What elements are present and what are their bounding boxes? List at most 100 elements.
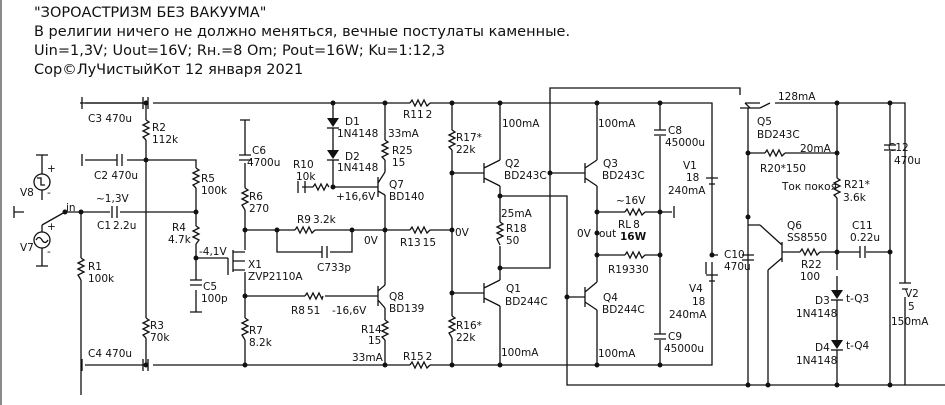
capacitor-c8-symbol <box>654 129 666 136</box>
voltage-q7: +16,6V <box>336 191 376 203</box>
current-q1: 100mA <box>501 347 539 359</box>
label-v7: V7 <box>20 242 34 254</box>
transistor-q7-symbol <box>377 171 386 197</box>
current-q2: 100mA <box>502 118 540 130</box>
transistor-q4-symbol <box>584 281 598 311</box>
label-q8: Q8 <box>389 291 404 303</box>
capacitor-c4-symbol <box>142 359 149 371</box>
label-c7: C733p <box>317 262 351 274</box>
label-q7: Q7 <box>389 179 404 191</box>
transistor-q1-symbol <box>483 279 501 307</box>
diode-d1-symbol <box>327 118 339 129</box>
label-q3: Q3 <box>603 158 618 170</box>
voltage-0v-c: 0V <box>577 228 592 240</box>
label-q4: Q4 <box>603 292 618 304</box>
transistor-q5-symbol <box>740 102 771 120</box>
label-c4: C4 470u <box>88 348 132 360</box>
value-q2: BD243C <box>504 170 547 182</box>
voltage-0v-a: 0V <box>364 235 379 247</box>
value-r1: 100k <box>88 273 115 285</box>
value-r6: 270 <box>249 203 269 215</box>
value-q6: SS8550 <box>787 232 827 244</box>
label-r2: R2 <box>152 122 166 134</box>
value-r14: 15 <box>368 335 381 347</box>
value-r2: 112k <box>152 134 179 146</box>
current-q8: 33mA <box>352 352 384 364</box>
label-x1: X1 <box>248 259 262 271</box>
value-r25: 15 <box>392 157 405 169</box>
diode-d3-symbol <box>831 290 843 301</box>
value-r4: 4.7k <box>168 234 192 246</box>
transistor-q6-symbol <box>759 224 783 271</box>
subtitle: В религии ничего не должно меняться, веч… <box>34 24 571 40</box>
label-out: out <box>599 228 616 240</box>
capacitor-c6-symbol <box>239 154 251 161</box>
source-v7-symbol: +- <box>33 211 66 267</box>
label-c10: C10 <box>724 249 745 261</box>
value-r18: 50 <box>506 235 519 247</box>
label-in: in <box>66 202 76 214</box>
transistor-q2-symbol <box>483 159 501 187</box>
current-q7: 33mA <box>388 128 420 140</box>
value-r21: 3.6k <box>843 192 867 204</box>
current-q4: 100mA <box>598 348 636 360</box>
value-v1: 18 <box>686 172 699 184</box>
value-c5: 100p <box>201 293 228 305</box>
value-d1: 1N4148 <box>337 128 378 140</box>
value-c6: 4700u <box>247 157 280 169</box>
copyright: Cop©ЛуЧистыйКот 12 января 2021 <box>34 62 304 78</box>
value-r3: 70k <box>150 332 170 344</box>
label-q2: Q2 <box>505 158 520 170</box>
label-c6: C6 <box>252 145 266 157</box>
diode-d4-symbol <box>831 340 843 351</box>
label-r4: R4 <box>172 222 186 234</box>
label-c5: C5 <box>203 281 217 293</box>
power-rl: 16W <box>620 231 647 243</box>
value-q1: BD244C <box>505 296 548 308</box>
label-c2: C2 470u <box>94 170 138 182</box>
diode-d2-symbol <box>327 150 339 161</box>
current-q3: 100mA <box>598 118 636 130</box>
transistor-q3-symbol <box>584 159 598 187</box>
ground-symbol <box>13 206 24 218</box>
label-d3: D3 <box>815 295 830 307</box>
value-d2: 1N4148 <box>337 162 378 174</box>
note-d3: t-Q3 <box>846 293 869 305</box>
title: "ЗОРОАСТРИЗМ БЕЗ ВАКУУМА" <box>34 5 267 21</box>
source-v8-symbol: +- <box>33 154 56 200</box>
label-d1: D1 <box>345 116 360 128</box>
label-c11: C11 <box>852 220 873 232</box>
capacitor-c9-symbol <box>654 333 666 340</box>
header: "ЗОРОАСТРИЗМ БЕЗ ВАКУУМА" В религии ниче… <box>34 4 570 80</box>
label-v8: V8 <box>20 187 34 199</box>
label-r17: R17* <box>456 132 482 144</box>
current-r20: 20mA <box>800 143 832 155</box>
svg-text:-: - <box>47 187 51 199</box>
value-d4: 1N4148 <box>796 355 837 367</box>
label-r5: R5 <box>201 173 215 185</box>
label-c9: C9 <box>668 331 682 343</box>
voltage-q8: -16,6V <box>332 305 367 317</box>
value-c8: 45000u <box>665 137 705 149</box>
label-q5: Q5 <box>757 116 772 128</box>
value-c9: 45000u <box>664 343 704 355</box>
wires <box>65 87 945 395</box>
value-q7: BD140 <box>389 191 424 203</box>
current-r18: 25mA <box>501 208 533 220</box>
current-q5: 128mA <box>778 91 816 103</box>
capacitor-c2-symbol <box>116 154 123 166</box>
current-v4: 240mA <box>669 309 707 321</box>
label-r16: R16* <box>456 320 482 332</box>
battery-v4-symbol <box>706 274 718 282</box>
label-r10: R10 <box>293 159 314 171</box>
current-v2: 150mA <box>891 316 929 328</box>
label-v4: V4 <box>689 283 703 295</box>
value-v4: 18 <box>692 296 705 308</box>
junctions <box>62 100 893 388</box>
note-d4: t-Q4 <box>846 340 870 352</box>
capacitor-c1-symbol <box>111 206 118 218</box>
